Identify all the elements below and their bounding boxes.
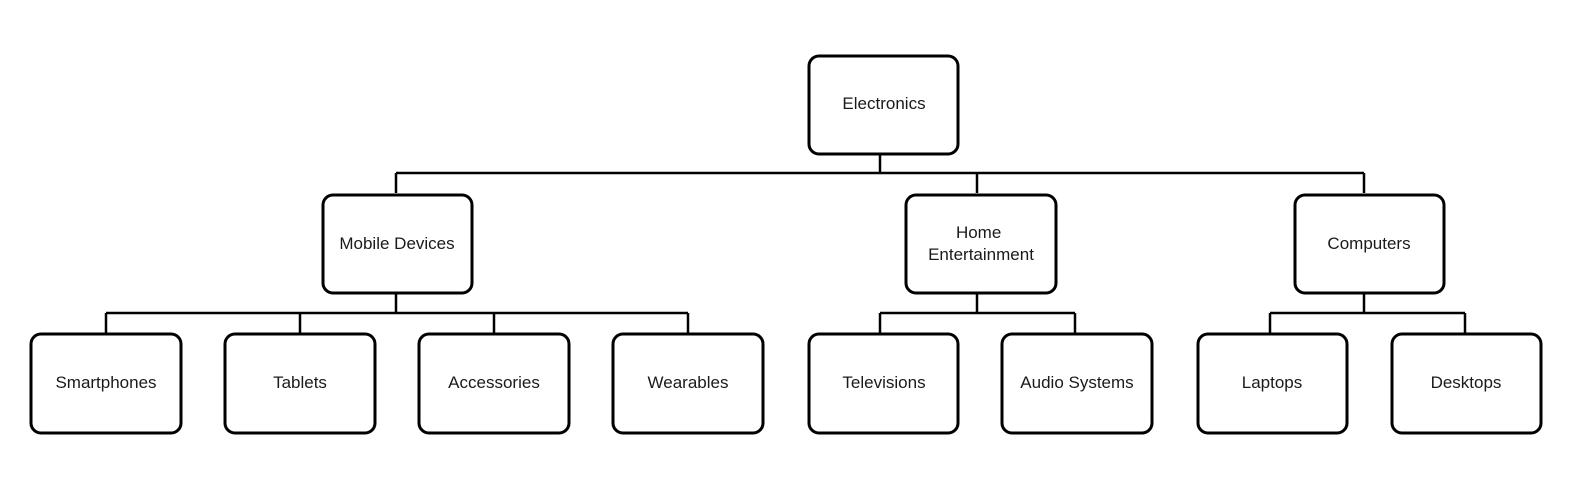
- node-laptops: Laptops: [1196, 332, 1349, 435]
- node-label: Smartphones: [55, 373, 156, 392]
- node-label: Desktops: [1431, 373, 1502, 392]
- node-label-line-2: Entertainment: [928, 245, 1034, 264]
- node-label: Televisions: [842, 373, 925, 392]
- node-wearables: Wearables: [611, 332, 765, 435]
- node-box: [29, 332, 183, 435]
- node-box: [1293, 193, 1446, 295]
- node-box: [807, 332, 960, 435]
- node-desktops: Desktops: [1390, 332, 1543, 435]
- node-box: [807, 54, 960, 156]
- node-home-entertainment: Home Entertainment: [904, 193, 1058, 295]
- node-audio-systems: Audio Systems: [1000, 332, 1154, 435]
- connectors-computers: [1268, 292, 1467, 333]
- node-accessories: Accessories: [417, 332, 571, 435]
- node-televisions: Televisions: [807, 332, 960, 435]
- node-electronics: Electronics: [807, 54, 960, 156]
- node-box: [321, 193, 474, 295]
- node-box: [1196, 332, 1349, 435]
- connectors-mobile-devices: [104, 292, 690, 333]
- connectors-root: [394, 154, 1366, 193]
- node-label: Wearables: [648, 373, 729, 392]
- node-label-line-1: Home: [956, 223, 1001, 242]
- node-label: Computers: [1327, 234, 1410, 253]
- node-box: [1390, 332, 1543, 435]
- node-smartphones: Smartphones: [29, 332, 183, 435]
- node-label: Electronics: [842, 94, 925, 113]
- node-box: [223, 332, 377, 435]
- node-computers: Computers: [1293, 193, 1446, 295]
- node-label: Home Entertainment: [928, 223, 1034, 264]
- node-label: Tablets: [273, 373, 327, 392]
- node-box: [904, 193, 1058, 295]
- node-label: Accessories: [448, 373, 540, 392]
- connectors-home-entertainment: [878, 292, 1077, 333]
- node-label: Audio Systems: [1020, 373, 1133, 392]
- node-box: [1000, 332, 1154, 435]
- node-box: [417, 332, 571, 435]
- node-tablets: Tablets: [223, 332, 377, 435]
- node-box: [611, 332, 765, 435]
- node-label: Laptops: [1242, 373, 1303, 392]
- node-mobile-devices: Mobile Devices: [321, 193, 474, 295]
- node-label: Mobile Devices: [339, 234, 454, 253]
